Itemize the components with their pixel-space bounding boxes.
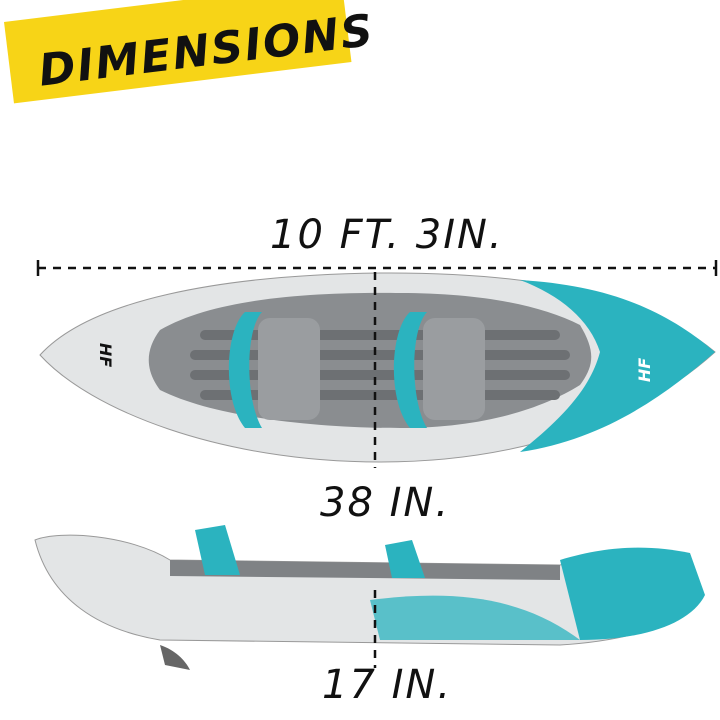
hf-logo-stern: HF [635,358,654,382]
hf-logo-bow: HF [96,343,115,367]
kayak-side-view [34,525,705,670]
length-dimension-line [36,260,718,276]
height-label: 17 IN. [322,662,453,708]
length-label: 10 FT. 3IN. [270,212,504,258]
logo-mark: HF [96,343,115,367]
svg-text:HF: HF [635,358,654,382]
width-label: 38 IN. [320,480,451,526]
kayak-top-view: HF HF [39,272,716,463]
